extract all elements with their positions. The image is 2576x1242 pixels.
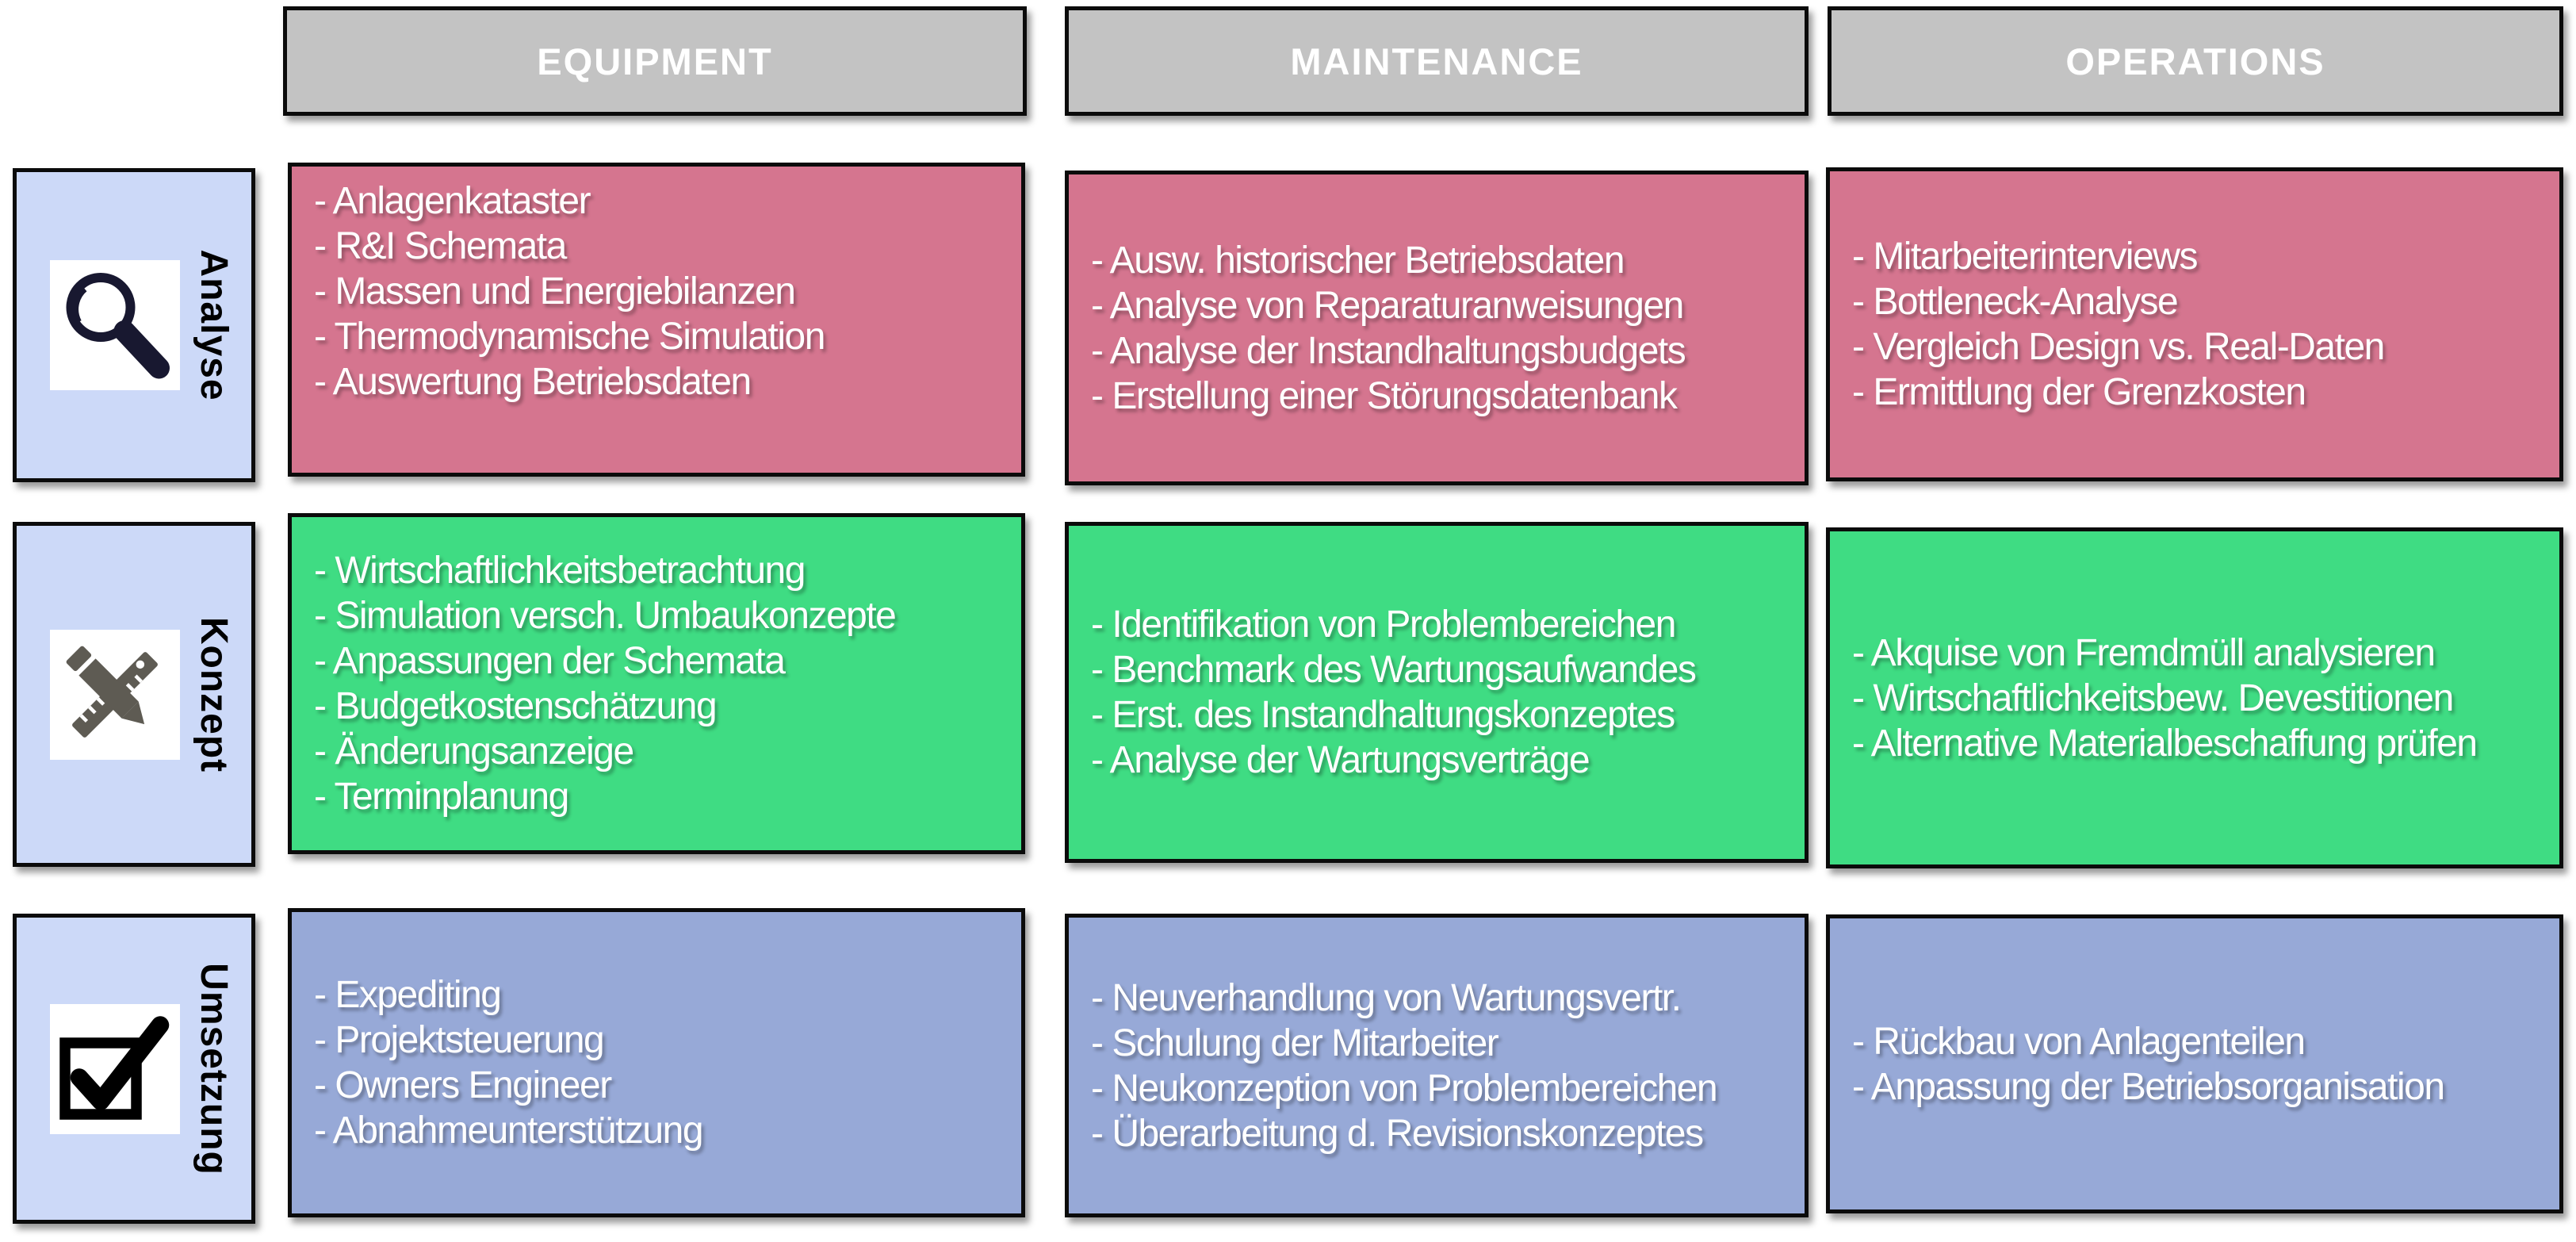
row-label-text: Umsetzung: [193, 962, 235, 1175]
cell-item: - R&I Schemata: [314, 225, 567, 267]
cell-item: - Owners Engineer: [314, 1064, 612, 1106]
cell-item: - Auswertung Betriebsdaten: [314, 361, 752, 403]
cell-item: - Abnahmeunterstützung: [314, 1110, 704, 1152]
cell-item: - Neuverhandlung von Wartungsvertr.: [1091, 976, 1682, 1019]
column-header-label: MAINTENANCE: [1290, 40, 1583, 82]
cell-item-list: - Neuverhandlung von Wartungsvertr.- Sch…: [1069, 976, 1805, 1156]
cell-item-list: - Wirtschaftlichkeitsbetrachtung- Simula…: [292, 548, 1021, 819]
cell-item: - Expediting: [314, 974, 502, 1016]
cell-item-list: - Ausw. historischer Betriebsdaten- Anal…: [1069, 238, 1805, 419]
cell-umsetzung-maintenance: - Neuverhandlung von Wartungsvertr.- Sch…: [1065, 914, 1809, 1217]
cell-item: - Mitarbeiterinterviews: [1852, 236, 2198, 278]
cell-konzept-equipment: - Wirtschaftlichkeitsbetrachtung- Simula…: [288, 513, 1025, 854]
pencil-ruler-icon-box: [50, 629, 180, 760]
cell-item: - Analyse von Reparaturanweisungen: [1091, 284, 1684, 327]
column-header-equipment: EQUIPMENT: [283, 6, 1027, 116]
cell-item-list: - Rückbau von Anlagenteilen- Anpassung d…: [1830, 1019, 2559, 1110]
cell-analyse-maintenance: - Ausw. historischer Betriebsdaten- Anal…: [1065, 171, 1809, 485]
cell-item: - Wirtschaftlichkeitsbetrachtung: [314, 550, 806, 592]
cell-item: - Terminplanung: [314, 776, 569, 818]
cell-item: - Projektsteuerung: [314, 1019, 605, 1061]
row-label-umsetzung: Umsetzung: [13, 914, 255, 1224]
column-header-maintenance: MAINTENANCE: [1065, 6, 1809, 116]
cell-item: - Vergleich Design vs. Real-Daten: [1852, 326, 2385, 368]
pencil-ruler-icon: [66, 646, 158, 738]
cell-konzept-maintenance: - Identifikation von Problembereichen- B…: [1065, 522, 1809, 863]
cell-item: - Anlagenkataster: [314, 180, 591, 222]
cell-item: - Neukonzeption von Problembereichen: [1091, 1067, 1718, 1110]
cell-item-list: - Mitarbeiterinterviews- Bottleneck-Anal…: [1830, 234, 2559, 415]
magnifier-icon: [66, 273, 170, 379]
column-header-label: EQUIPMENT: [537, 40, 773, 82]
cell-item: - Budgetkostenschätzung: [314, 685, 718, 727]
cell-item: - Ermittlung der Grenzkosten: [1852, 371, 2306, 413]
cell-item: - Rückbau von Anlagenteilen: [1852, 1020, 2306, 1063]
row-label-konzept: Konzept: [13, 522, 255, 867]
cell-umsetzung-equipment: - Expediting- Projektsteuerung- Owners E…: [288, 908, 1025, 1217]
cell-item: - Anpassungen der Schemata: [314, 640, 786, 682]
cell-item: - Schulung der Mitarbeiter: [1091, 1022, 1499, 1064]
cell-konzept-operations: - Akquise von Fremdmüll analysieren- Wir…: [1826, 527, 2563, 868]
cell-item-list: - Identifikation von Problembereichen- B…: [1069, 602, 1805, 783]
cell-item: - Erstellung einer Störungsdatenbank: [1091, 374, 1678, 417]
cell-item: - Analyse der Wartungsverträge: [1091, 739, 1590, 781]
checkbox-icon: [59, 1015, 170, 1120]
row-label-text: Konzept: [193, 616, 235, 772]
checkbox-icon-box: [50, 1003, 180, 1134]
cell-item: - Anpassung der Betriebsorganisation: [1852, 1065, 2445, 1108]
cell-umsetzung-operations: - Rückbau von Anlagenteilen- Anpassung d…: [1826, 914, 2563, 1213]
cell-item: - Ausw. historischer Betriebsdaten: [1091, 239, 1625, 282]
cell-item: - Thermodynamische Simulation: [314, 316, 825, 358]
cell-item: - Analyse der Instandhaltungsbudgets: [1091, 329, 1686, 372]
cell-item: - Wirtschaftlichkeitsbew. Devestitionen: [1852, 677, 2454, 719]
cell-item-list: - Akquise von Fremdmüll analysieren- Wir…: [1830, 631, 2559, 766]
cell-item-list: - Expediting- Projektsteuerung- Owners E…: [292, 972, 1021, 1153]
cell-item: - Alternative Materialbeschaffung prüfen: [1852, 722, 2478, 765]
column-header-operations: OPERATIONS: [1828, 6, 2563, 116]
cell-analyse-operations: - Mitarbeiterinterviews- Bottleneck-Anal…: [1826, 167, 2563, 481]
cell-item: - Identifikation von Problembereichen: [1091, 604, 1676, 646]
cell-item: - Benchmark des Wartungsaufwandes: [1091, 649, 1697, 691]
cell-analyse-equipment: - Anlagenkataster- R&I Schemata- Massen …: [288, 163, 1025, 477]
cell-item: - Massen und Energiebilanzen: [314, 270, 796, 312]
row-label-analyse: Analyse: [13, 168, 255, 482]
row-label-text: Analyse: [193, 249, 235, 401]
cell-item: - Erst. des Instandhaltungskonzeptes: [1091, 694, 1675, 736]
cell-item: - Überarbeitung d. Revisionskonzeptes: [1091, 1112, 1704, 1155]
cell-item: - Akquise von Fremdmüll analysieren: [1852, 631, 2436, 674]
cell-item-list: - Anlagenkataster- R&I Schemata- Massen …: [292, 178, 1021, 404]
magnifier-icon-box: [50, 260, 180, 390]
column-header-label: OPERATIONS: [2065, 40, 2325, 82]
cell-item: - Bottleneck-Analyse: [1852, 281, 2179, 323]
cell-item: - Simulation versch. Umbaukonzepte: [314, 595, 897, 637]
cell-item: - Änderungsanzeige: [314, 730, 634, 772]
